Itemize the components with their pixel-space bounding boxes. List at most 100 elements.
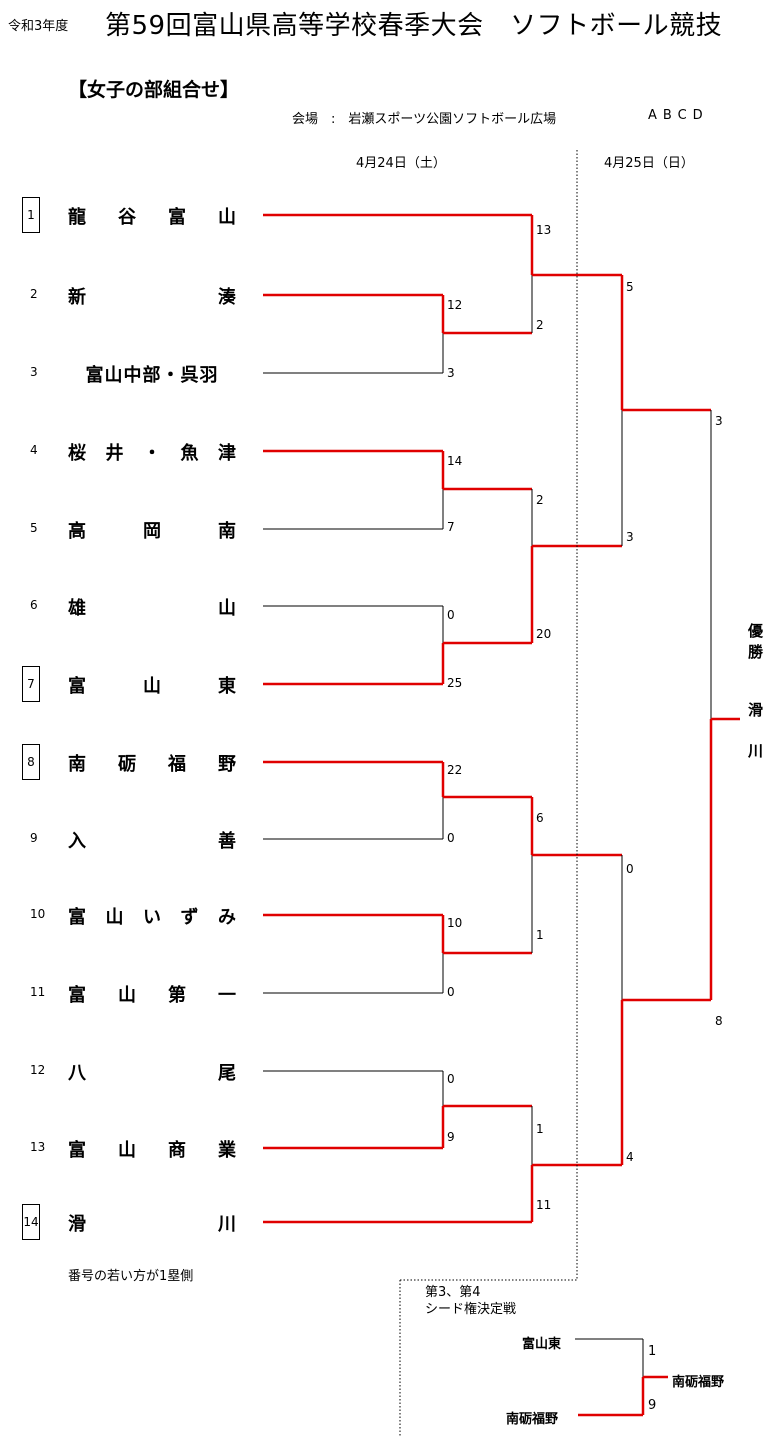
- champion-label-1: 優: [748, 622, 764, 640]
- team-name: 入善: [68, 827, 236, 853]
- team-number: 5: [30, 521, 38, 535]
- team-name: 富山商業: [68, 1136, 236, 1162]
- team-name-char: 南: [68, 754, 86, 775]
- score: 3: [447, 366, 455, 380]
- team-name-char: 第: [168, 985, 186, 1006]
- team-number: 7: [22, 666, 40, 702]
- score: 3: [626, 530, 634, 544]
- team-number: 12: [30, 1063, 46, 1077]
- team-name-char: 高: [68, 521, 86, 542]
- team-number: 10: [30, 907, 46, 921]
- day2-label: 4月25日（日）: [604, 156, 694, 171]
- team-name: 富山いずみ: [68, 903, 236, 929]
- playoff-score-b: 9: [648, 1398, 657, 1413]
- team-name-char: ・: [143, 443, 161, 464]
- team-name-char: 滑: [68, 1214, 86, 1235]
- team-name-char: 尾: [218, 1063, 236, 1084]
- score: 6: [536, 811, 544, 825]
- score: 0: [447, 608, 455, 622]
- team-name-char: 湊: [218, 287, 236, 308]
- team-name-char: み: [218, 907, 236, 928]
- team-name-char: 魚: [180, 443, 199, 464]
- team-name-char: 新: [68, 287, 86, 308]
- score: 2: [536, 318, 544, 332]
- score: 3: [715, 414, 723, 428]
- team-name-char: 山: [143, 676, 161, 697]
- team-number: 14: [22, 1204, 40, 1240]
- team-name-char: 桜: [68, 443, 86, 464]
- team-name-char: 砺: [118, 754, 136, 775]
- court-labels: ABCD: [648, 108, 709, 123]
- team-name: 新湊: [68, 283, 236, 309]
- score: 14: [447, 454, 463, 468]
- team-name-char: 雄: [68, 598, 86, 619]
- score: 7: [447, 520, 455, 534]
- playoff-team-b: 南砺福野: [506, 1412, 559, 1427]
- team-number: 9: [30, 831, 38, 845]
- playoff-winner: 南砺福野: [672, 1375, 725, 1390]
- champion-name-2: 川: [748, 742, 764, 760]
- team-number: 1: [22, 197, 40, 233]
- team-name-char: 一: [218, 985, 236, 1006]
- team-name: 富山第一: [68, 981, 236, 1007]
- team-name-char: 八: [68, 1063, 86, 1084]
- score: 11: [536, 1198, 552, 1212]
- team-name-char: 富山中部・呉羽: [85, 365, 219, 386]
- team-name-char: 商: [168, 1140, 186, 1161]
- team-name-char: 業: [218, 1140, 236, 1161]
- champion-label-2: 勝: [748, 643, 764, 661]
- score: 12: [447, 298, 463, 312]
- team-name-char: 福: [168, 754, 186, 775]
- team-name: 南砺福野: [68, 750, 236, 776]
- score: 0: [447, 1072, 455, 1086]
- score: 4: [626, 1150, 634, 1164]
- team-number: 2: [30, 287, 38, 301]
- score: 1: [536, 1122, 544, 1136]
- team-name-char: 富: [68, 1140, 86, 1161]
- team-name-char: 井: [105, 443, 124, 464]
- team-name-char: 龍: [68, 207, 86, 228]
- team-name-char: 岡: [143, 521, 161, 542]
- playoff-team-a: 富山東: [522, 1337, 562, 1352]
- section-title: 【女子の部組合せ】: [68, 79, 240, 101]
- team-name-char: 山: [218, 207, 236, 228]
- score: 20: [536, 627, 552, 641]
- day1-label: 4月24日（土）: [356, 156, 446, 171]
- team-name-char: 野: [218, 754, 236, 775]
- score: 13: [536, 223, 552, 237]
- team-name: 富山中部・呉羽: [68, 361, 236, 387]
- team-number: 11: [30, 985, 46, 999]
- score: 0: [447, 831, 455, 845]
- team-name-char: 南: [218, 521, 236, 542]
- score: 1: [536, 928, 544, 942]
- score: 25: [447, 676, 463, 690]
- team-number: 4: [30, 443, 38, 457]
- score: 0: [626, 862, 634, 876]
- team-name-char: 富: [68, 985, 86, 1006]
- team-name-char: 谷: [118, 207, 136, 228]
- team-name: 桜井・魚津: [68, 439, 236, 465]
- playoff-title: 第3、第4 シード権決定戦: [425, 1284, 516, 1318]
- score: 8: [715, 1014, 723, 1028]
- team-name-char: 山: [118, 1140, 136, 1161]
- team-name-char: 富: [68, 907, 86, 928]
- team-name-char: 入: [68, 831, 86, 852]
- playoff-title-line1: 第3、第4: [425, 1285, 481, 1300]
- team-name: 八尾: [68, 1059, 236, 1085]
- team-name-char: 富: [168, 207, 186, 228]
- team-name: 滑川: [68, 1210, 236, 1236]
- team-number: 3: [30, 365, 38, 379]
- playoff-title-line2: シード権決定戦: [425, 1302, 517, 1317]
- team-name-char: い: [143, 907, 161, 928]
- team-name: 雄山: [68, 594, 236, 620]
- playoff-score-a: 1: [648, 1344, 657, 1359]
- score: 10: [447, 916, 463, 930]
- team-name-char: 川: [218, 1214, 236, 1235]
- team-name-char: 山: [105, 907, 124, 928]
- team-name: 高岡南: [68, 517, 236, 543]
- side-note: 番号の若い方が1塁側: [68, 1269, 194, 1284]
- team-number: 13: [30, 1140, 46, 1154]
- champion-name-1: 滑: [748, 701, 764, 719]
- team-name-char: 東: [218, 676, 236, 697]
